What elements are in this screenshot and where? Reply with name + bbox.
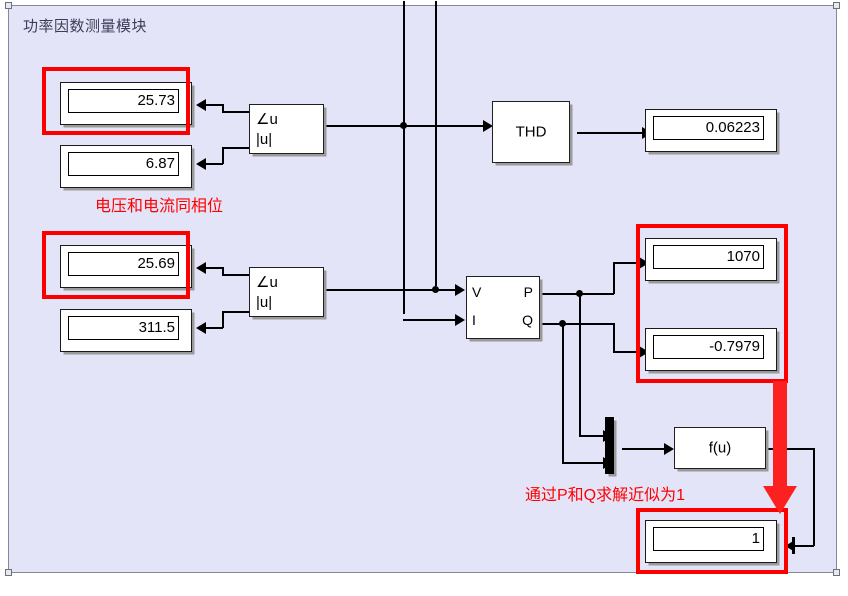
- display-current-angle[interactable]: 25.69: [60, 245, 192, 288]
- wire-q-out: [540, 323, 614, 325]
- pq-output-p-label: P: [523, 284, 533, 300]
- active-reactive-power-block[interactable]: V I P Q: [466, 276, 540, 339]
- arrow-pq-v-input: [455, 284, 465, 296]
- arrow-i-mag-display-input: [196, 322, 206, 334]
- pointer-arrow-shaft: [773, 381, 787, 488]
- wire-q-to-mux: [562, 462, 608, 464]
- display-power-factor[interactable]: 1: [645, 520, 777, 563]
- angle-u-label-current: ∠u: [256, 274, 278, 291]
- highlight-power-factor: [636, 508, 788, 574]
- display-voltage-angle-value: 25.73: [68, 89, 179, 113]
- canvas-handle-bottom-left[interactable]: [5, 569, 12, 576]
- thd-block-label: THD: [515, 123, 547, 141]
- wire-iangle-out-c: [205, 267, 223, 269]
- wire-vangle-out-b: [222, 104, 224, 113]
- mux-block[interactable]: [605, 417, 614, 474]
- highlight-current-angle: [42, 231, 190, 299]
- canvas-handle-top-left[interactable]: [5, 2, 12, 9]
- pq-output-q-label: Q: [522, 312, 533, 328]
- arrow-i-angle-display-input: [196, 262, 206, 274]
- wire-bus-to-pq-i: [403, 319, 459, 321]
- wire-q-branch-down-display: [613, 323, 615, 352]
- display-current-magnitude-value: 311.5: [68, 316, 179, 340]
- pq-input-v-label: V: [472, 284, 482, 300]
- arrow-thd-input: [483, 120, 493, 132]
- wire-thd-to-display: [577, 132, 645, 134]
- page-title: 功率因数测量模块: [23, 18, 148, 35]
- arrow-v-angle-display-input: [196, 99, 206, 111]
- highlight-voltage-angle: [42, 67, 190, 135]
- complex-to-mag-angle-current-block[interactable]: ∠u |u|: [249, 267, 324, 317]
- canvas-handle-top-right[interactable]: [833, 2, 840, 9]
- display-current-magnitude[interactable]: 311.5: [60, 309, 192, 352]
- pq-input-i-label: I: [472, 312, 476, 328]
- wire-iangle-out-b: [222, 267, 224, 276]
- junction-voltage-bus: [400, 122, 407, 129]
- wire-p-branch-down: [579, 293, 581, 436]
- fcn-block[interactable]: f(u): [674, 427, 766, 469]
- wire-imag-out-b: [222, 311, 224, 328]
- display-voltage-angle[interactable]: 25.73: [60, 82, 192, 125]
- display-reactive-power[interactable]: -0.7979: [645, 328, 777, 371]
- wire-q-branch-down: [562, 323, 564, 463]
- wire-v-to-angle-block: [324, 125, 406, 127]
- wire-imag-out-a: [223, 311, 250, 313]
- wire-iangle-out-a: [223, 274, 250, 276]
- fcn-block-label: f(u): [708, 439, 732, 457]
- pf-display-port-bar: [792, 537, 795, 554]
- thd-block[interactable]: THD: [492, 101, 570, 163]
- display-voltage-magnitude[interactable]: 6.87: [60, 145, 192, 188]
- wire-voltage-bus: [403, 1, 405, 314]
- complex-to-mag-angle-voltage-block[interactable]: ∠u |u|: [249, 104, 324, 154]
- model-canvas[interactable]: 功率因数测量模块: [5, 1, 840, 576]
- display-power-factor-value: 1: [653, 527, 764, 551]
- wire-fcn-out-h2: [794, 545, 814, 547]
- wire-vangle-out-c: [205, 104, 223, 106]
- wire-vmag-out-b: [222, 147, 224, 164]
- arrow-pf-display-input: [785, 540, 795, 552]
- wire-fcn-out-v: [813, 448, 815, 546]
- wire-vmag-out-a: [223, 147, 250, 149]
- display-reactive-power-value: -0.7979: [653, 335, 764, 359]
- highlight-power-displays: [636, 224, 788, 383]
- arrow-fcn-input: [664, 443, 674, 455]
- wire-p-branch-up: [613, 262, 615, 294]
- wire-vmag-out-c: [205, 163, 223, 165]
- pointer-arrow-head: [763, 486, 797, 514]
- annotation-phase-note: 电压和电流同相位: [95, 198, 224, 215]
- arrow-v-mag-display-input: [196, 158, 206, 170]
- wire-p-to-display: [613, 262, 641, 264]
- wire-imag-out-c: [205, 327, 223, 329]
- display-voltage-magnitude-value: 6.87: [68, 152, 179, 176]
- wire-p-to-mux: [579, 435, 608, 437]
- arrow-q-display-input: [639, 346, 649, 358]
- display-thd-value: 0.06223: [653, 116, 764, 140]
- display-active-power[interactable]: 1070: [645, 238, 777, 281]
- abs-u-label-voltage: |u|: [256, 131, 273, 148]
- display-thd[interactable]: 0.06223: [645, 109, 777, 152]
- wire-v-to-thd: [403, 125, 486, 127]
- wire-bus-to-pq-v: [403, 289, 459, 291]
- junction-current-bus: [432, 286, 439, 293]
- arrow-pq-i-input: [455, 314, 465, 326]
- wire-vangle-out-a: [223, 111, 250, 113]
- angle-u-label-voltage: ∠u: [256, 111, 278, 128]
- arrow-p-display-input: [639, 257, 649, 269]
- wire-current-bus: [435, 1, 437, 286]
- annotation-pq-note: 通过P和Q求解近似为1: [525, 487, 686, 504]
- canvas-handle-bottom-right[interactable]: [833, 569, 840, 576]
- abs-u-label-current: |u|: [256, 294, 273, 311]
- display-active-power-value: 1070: [653, 245, 764, 269]
- wire-q-to-display: [613, 351, 641, 353]
- display-current-angle-value: 25.69: [68, 252, 179, 276]
- wire-i-to-angle-block: [324, 289, 406, 291]
- wire-mux-to-fcn: [622, 448, 670, 450]
- wire-fcn-out-h1: [766, 448, 814, 450]
